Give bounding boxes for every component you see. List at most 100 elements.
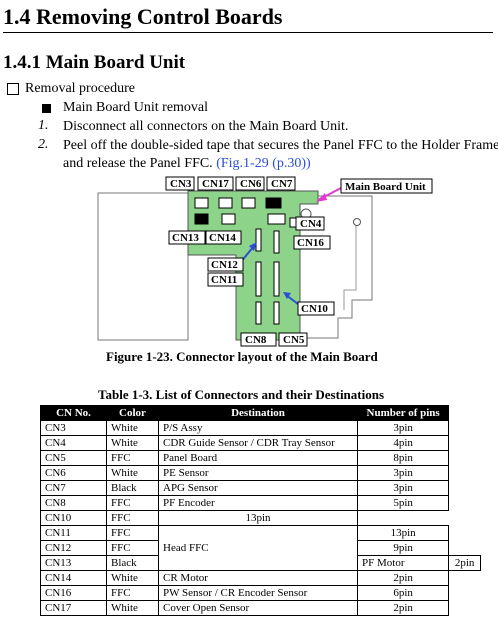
step-text-line2: and release the Panel FFC. (Fig.1-29 (p.… [63, 155, 311, 173]
table-cell: CN14 [40, 570, 107, 586]
table-cell: CN10 [40, 510, 107, 526]
column-header: Number of pins [356, 405, 450, 421]
step-text: Disconnect all connectors on the Main Bo… [63, 119, 349, 134]
table-cell: FFC [106, 510, 159, 526]
label-cn6: CN6 [240, 178, 262, 190]
table-cell: 3pin [356, 420, 450, 436]
bullet-square-icon [42, 104, 51, 113]
checkbox-icon [7, 83, 19, 95]
table-cell: 2pin [448, 555, 481, 571]
label-cn11: CN11 [211, 274, 237, 286]
section-heading: 1.4 Removing Control Boards [3, 4, 283, 29]
ffc-connector [273, 301, 280, 325]
table-cell: CN17 [40, 600, 107, 616]
table-cell: CN12 [40, 540, 107, 556]
table-cell: 5pin [356, 495, 450, 511]
table-cell: White [106, 570, 159, 586]
table-cell: White [106, 465, 159, 481]
table-cell: White [106, 420, 159, 436]
connector-block [241, 197, 256, 209]
table-cell: 2pin [356, 600, 450, 616]
label-main-board: Main Board Unit [345, 181, 426, 193]
table-cell: PE Sensor [158, 465, 358, 481]
column-header: CN No. [40, 405, 107, 421]
table-cell: FFC [106, 540, 159, 556]
connector-block [218, 197, 233, 209]
holder-frame [300, 195, 373, 339]
table-cell: Cover Open Sensor [158, 600, 358, 616]
table-cell: FFC [106, 450, 159, 466]
table-cell: FFC [106, 495, 159, 511]
procedure-title: Removal procedure [25, 81, 136, 96]
connector-table: CN No. Color Destination Number of pins … [40, 405, 481, 616]
table-cell: CN7 [40, 480, 107, 496]
table-cell: 9pin [356, 540, 450, 556]
connector-block [221, 213, 236, 225]
table-cell: FFC [106, 525, 159, 541]
step-number: 2. [38, 137, 49, 152]
table-cell: P/S Assy [158, 420, 358, 436]
table-cell: Black [106, 555, 159, 571]
connector-block [267, 213, 286, 225]
table-cell: 13pin [158, 510, 358, 526]
table-cell: CDR Guide Sensor / CDR Tray Sensor [158, 435, 358, 451]
chassis-frame [97, 192, 189, 341]
label-cn17: CN17 [202, 178, 229, 190]
table-cell: 8pin [356, 450, 450, 466]
table-cell: 6pin [356, 585, 450, 601]
label-cn4: CN4 [300, 218, 322, 230]
table-cell: 2pin [356, 570, 450, 586]
table-cell: CN4 [40, 435, 107, 451]
ffc-connector [273, 261, 280, 297]
label-cn10: CN10 [301, 303, 328, 315]
table-cell: 3pin [356, 480, 450, 496]
table-cell: Head FFC [158, 525, 358, 571]
connector-block [265, 197, 282, 209]
label-cn16: CN16 [297, 237, 324, 249]
table-cell: CN3 [40, 420, 107, 436]
label-cn14: CN14 [209, 232, 236, 244]
figure-caption: Figure 1-23. Connector layout of the Mai… [106, 349, 378, 364]
table-cell: CN16 [40, 585, 107, 601]
label-cn7: CN7 [271, 178, 293, 190]
screw-hole [353, 218, 361, 226]
step-text-line1: Peel off the double-sided tape that secu… [63, 138, 498, 153]
table-header-row: CN No. Color Destination Number of pins [40, 405, 481, 421]
table-cell: CR Motor [158, 570, 358, 586]
figure-link[interactable]: (Fig.1-29 (p.30)) [216, 156, 311, 171]
table-cell: Black [106, 480, 159, 496]
column-header: Destination [158, 405, 358, 421]
ffc-connector [255, 228, 262, 252]
table-cell: PW Sensor / CR Encoder Sensor [158, 585, 358, 601]
label-cn13: CN13 [172, 232, 199, 244]
table-cell: PF Encoder [158, 495, 358, 511]
label-cn5: CN5 [283, 334, 305, 346]
column-header: Color [106, 405, 159, 421]
table-cell: 4pin [356, 435, 450, 451]
table-cell: CN11 [40, 525, 107, 541]
step-text: and release the Panel FFC. [63, 156, 217, 171]
table-cell: FFC [106, 585, 159, 601]
table-caption: Table 1-3. List of Connectors and their … [98, 387, 385, 402]
ffc-connector [255, 261, 262, 297]
table-cell: White [106, 435, 159, 451]
subsection-heading: 1.4.1 Main Board Unit [3, 52, 186, 73]
table-cell: CN8 [40, 495, 107, 511]
label-cn3: CN3 [170, 178, 192, 190]
label-cn8: CN8 [245, 334, 267, 346]
bullet-text: Main Board Unit removal [63, 100, 209, 115]
cn12-arrow-head [249, 242, 257, 251]
table-cell: Panel Board [158, 450, 358, 466]
